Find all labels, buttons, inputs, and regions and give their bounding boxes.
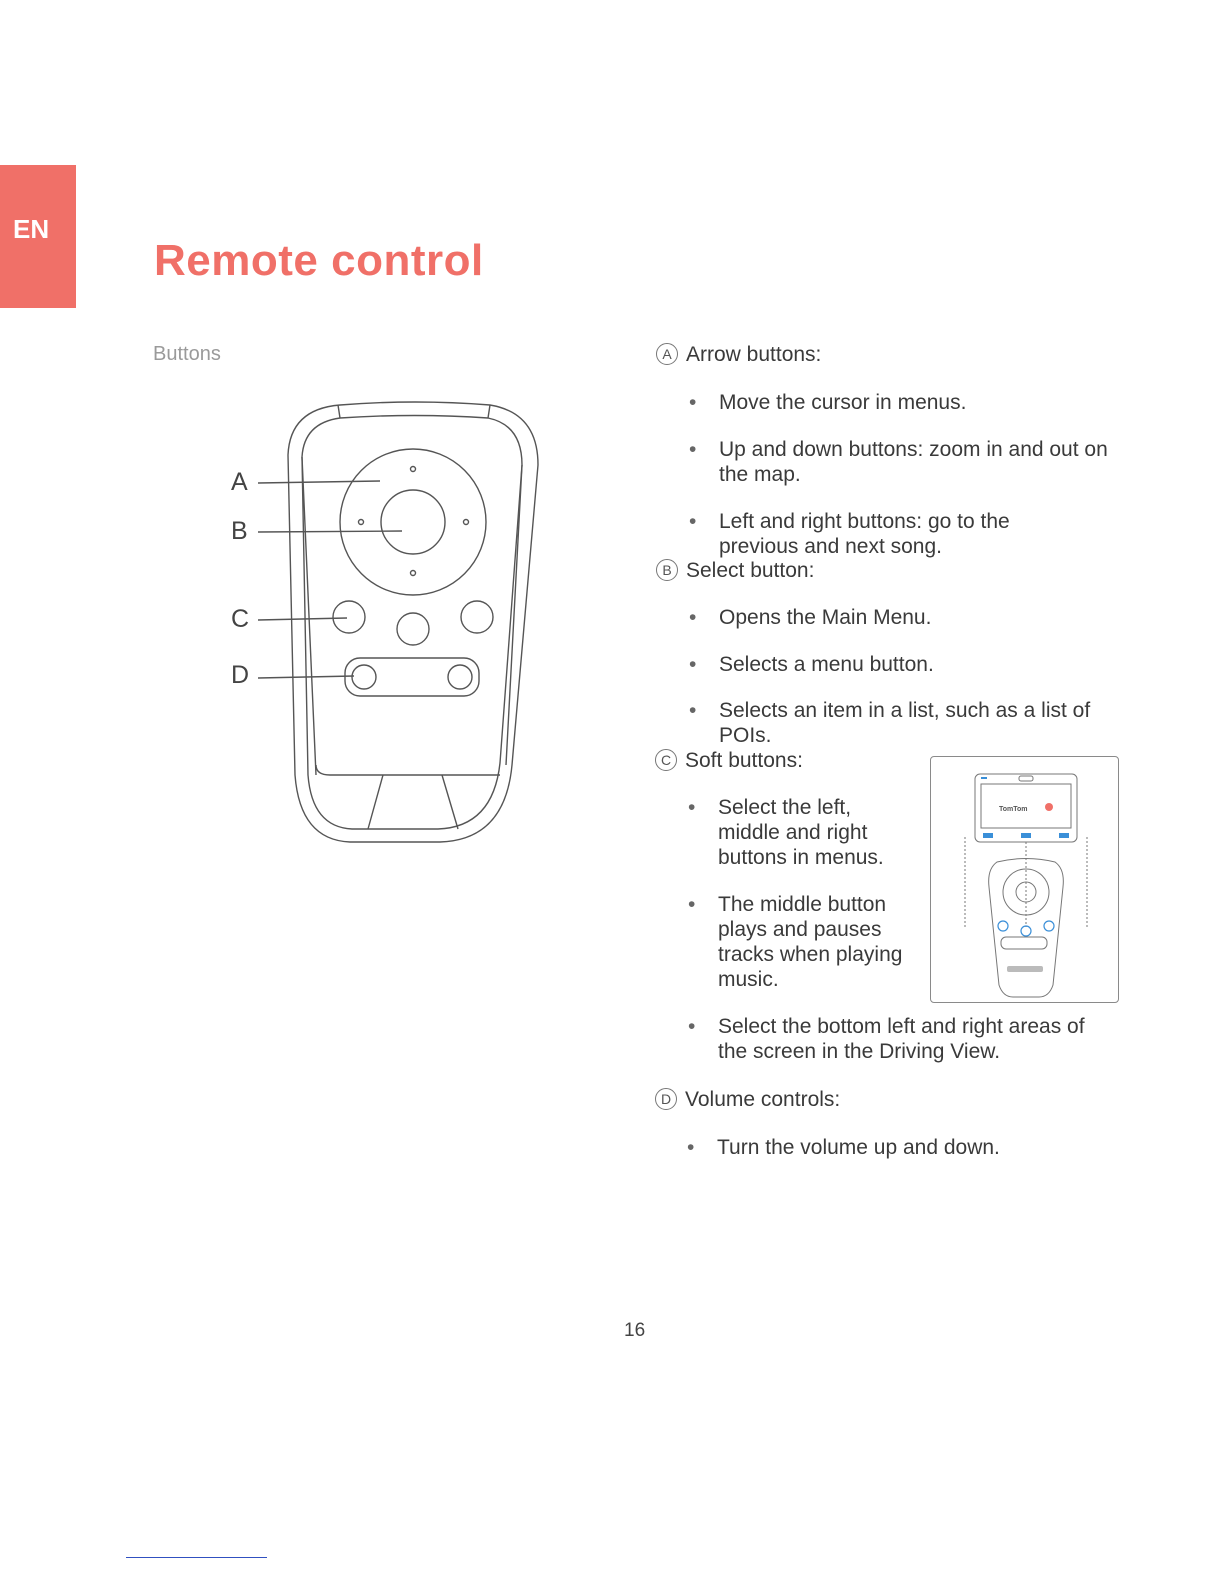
page-number: 16 [624, 1320, 646, 1341]
section-b-heading: B Select button: [656, 559, 814, 583]
section-c-heading: C Soft buttons: [655, 749, 803, 773]
section-b-marker: B [656, 559, 678, 581]
section-a-bullet-3: Left and right buttons: go to the previo… [689, 509, 1049, 559]
language-tab-label: EN [13, 214, 50, 244]
section-a-bullet-2: Up and down buttons: zoom in and out on … [689, 437, 1119, 487]
tomtom-logo-text: TomTom [999, 806, 1028, 813]
language-tab: EN [0, 165, 76, 308]
callout-d: D [231, 661, 250, 689]
section-b-bullet-3: Selects an item in a list, such as a lis… [689, 698, 1119, 748]
buttons-section-label: Buttons [153, 343, 221, 365]
callout-c: C [231, 605, 250, 633]
device-remote-thumbnail: TomTom [930, 756, 1119, 1003]
section-a-bullet-1: Move the cursor in menus. [689, 390, 1119, 415]
section-a-heading: A Arrow buttons: [656, 343, 821, 367]
section-c-bullet-2: The middle button plays and pauses track… [688, 892, 908, 992]
section-c-title: Soft buttons: [685, 749, 803, 772]
section-b-bullet-2: Selects a menu button. [689, 652, 1119, 677]
section-c-bullet-3: Select the bottom left and right areas o… [688, 1014, 1118, 1064]
section-d-bullet-1: Turn the volume up and down. [687, 1135, 1117, 1160]
section-d-title: Volume controls: [685, 1088, 841, 1111]
section-a-title: Arrow buttons: [686, 343, 822, 366]
callout-a: A [231, 468, 248, 496]
section-c-bullet-1: Select the left, middle and right button… [688, 795, 908, 870]
callout-b: B [231, 517, 248, 545]
device-remote-drawing: TomTom [964, 773, 1088, 998]
section-a-marker: A [656, 343, 678, 365]
section-b-bullet-1: Opens the Main Menu. [689, 605, 1119, 630]
footer-rule [126, 1557, 267, 1558]
section-b-title: Select button: [686, 559, 815, 582]
remote-control-illustration [257, 401, 539, 843]
page-title: Remote control [154, 236, 484, 285]
section-d-heading: D Volume controls: [655, 1088, 840, 1112]
section-d-marker: D [655, 1088, 677, 1110]
tomtom-logo-mark [1045, 803, 1053, 811]
section-c-marker: C [655, 749, 677, 771]
